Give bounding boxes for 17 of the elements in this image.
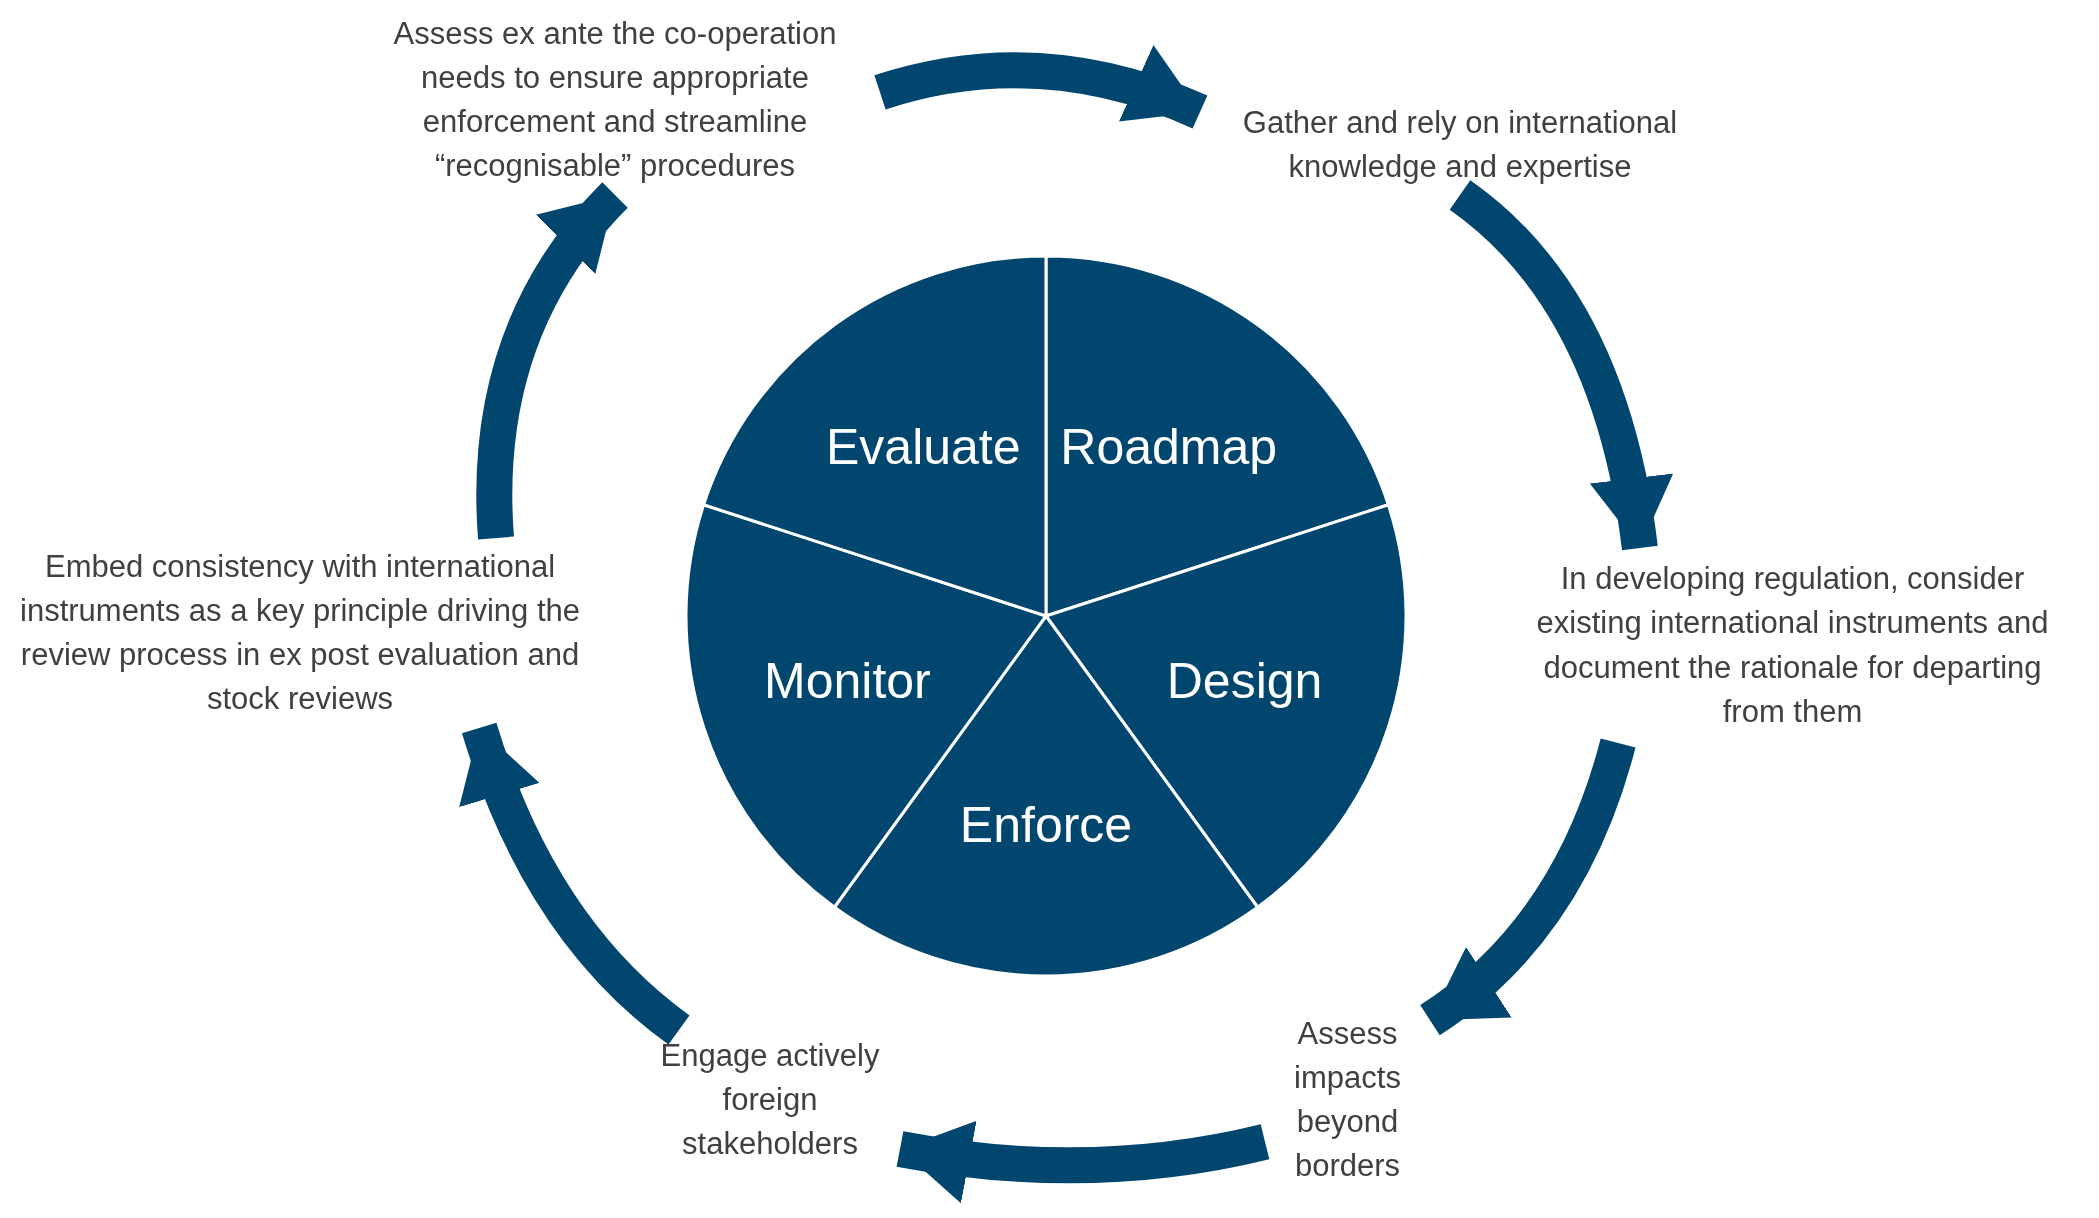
curved-arrow [1419,738,1636,1035]
segment-label: Monitor [764,651,931,710]
curved-arrow [1449,180,1672,551]
segment-label: Design [1166,651,1323,710]
step-text: In developing regulation, consider existing international instruments and document the rationale for departing from them [1520,548,2065,743]
segment-label: Enforce [959,795,1133,854]
curved-arrow [460,722,690,1045]
curved-arrow [896,1119,1269,1203]
segment-label: Roadmap [1060,418,1278,477]
step-text: Engage actively foreign stakeholders [640,1030,900,1170]
curved-arrow [874,46,1207,129]
step-text: Embed consistency with international instruments as a key principle driving the review process in ex post evaluation and stock reviews [20,538,580,728]
step-text: Assess impacts beyond borders [1265,1005,1430,1195]
segment-label: Evaluate [825,418,1021,477]
step-text: Assess ex ante the co-operation needs to ensure appropriate enforcement and streamline “recognisable” procedures [350,5,880,195]
step-text: Gather and rely on international knowledge and expertise [1200,95,1720,195]
curved-arrow [476,182,629,539]
